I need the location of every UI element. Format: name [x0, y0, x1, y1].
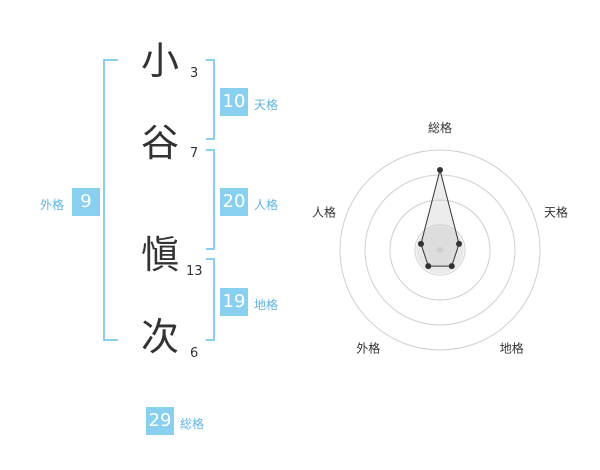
- radar-axis-label: 地格: [500, 341, 524, 356]
- radar-ring: [389, 199, 491, 301]
- jinkaku-bracket: [206, 149, 215, 250]
- chikaku-label: 地格: [254, 298, 279, 312]
- radar-point: [456, 240, 463, 247]
- radar-point: [425, 263, 432, 270]
- gaikaku-bracket: [103, 59, 118, 341]
- jinkaku-label: 人格: [254, 198, 279, 212]
- name-char-4: 次: [141, 315, 180, 359]
- chikaku-bracket: [206, 258, 215, 341]
- radar-center: [437, 247, 443, 253]
- radar-polygon: [420, 169, 460, 267]
- soukaku-label: 総格: [180, 417, 205, 431]
- chikaku-value: 19: [220, 288, 248, 316]
- radar-axis-label: 総格: [428, 120, 452, 135]
- radar-axis-label: 外格: [356, 341, 380, 356]
- name-char-1: 小: [141, 39, 180, 83]
- name-char-2: 谷: [141, 121, 180, 165]
- radar-ring: [414, 224, 466, 276]
- tenkaku-bracket: [206, 59, 215, 140]
- name-char-4-strokes: 6: [190, 346, 199, 361]
- radar-axis-label: 人格: [312, 204, 336, 219]
- name-char-2-strokes: 7: [190, 146, 199, 161]
- tenkaku-label: 天格: [254, 98, 279, 112]
- name-char-1-strokes: 3: [190, 66, 199, 81]
- gaikaku-label: 外格: [40, 198, 65, 212]
- name-char-3: 愼: [141, 233, 180, 277]
- jinkaku-value: 20: [220, 188, 248, 216]
- radar-axis-label: 天格: [544, 204, 568, 219]
- tenkaku-value: 10: [220, 88, 248, 116]
- radar-point: [417, 240, 424, 247]
- radar-point: [448, 263, 455, 270]
- gaikaku-value: 9: [72, 188, 100, 216]
- radar-ring: [339, 149, 541, 351]
- radar-ring: [364, 174, 516, 326]
- soukaku-value: 29: [146, 407, 174, 435]
- name-char-3-strokes: 13: [186, 264, 203, 279]
- radar-point: [437, 167, 443, 173]
